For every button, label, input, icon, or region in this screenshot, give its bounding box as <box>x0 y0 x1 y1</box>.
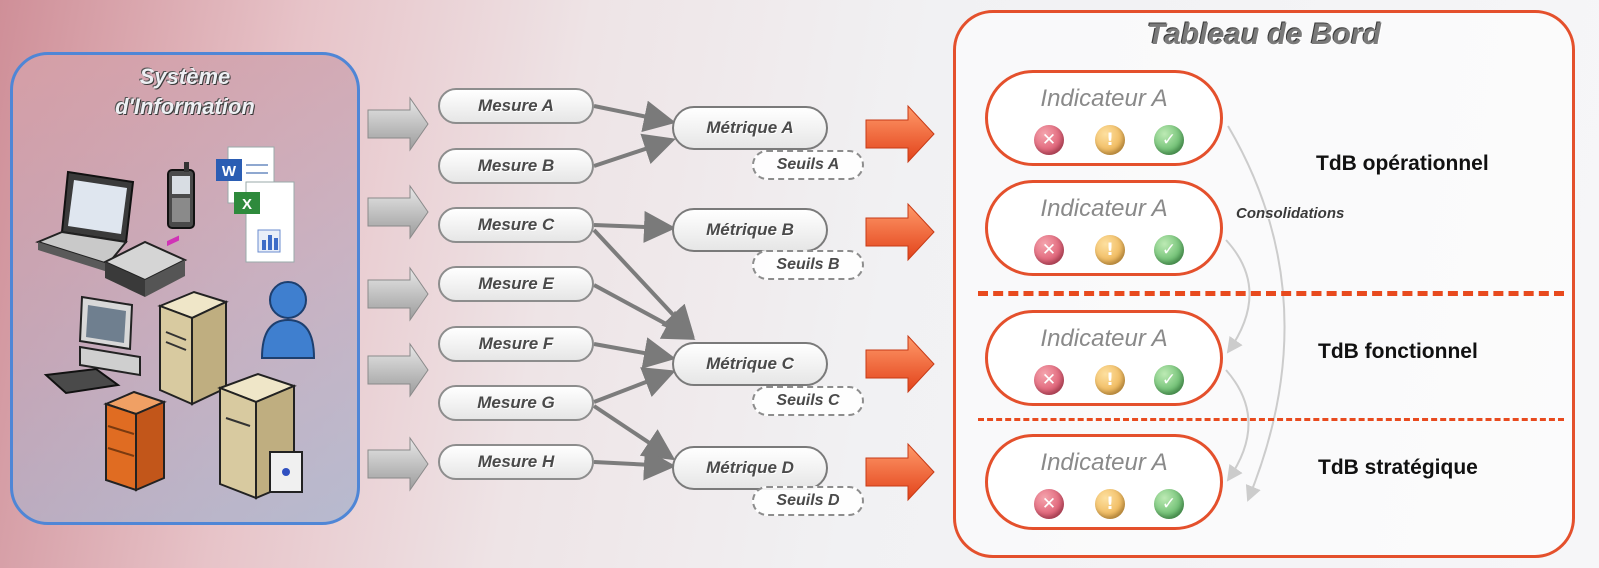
server-icon <box>157 290 229 406</box>
information-system-title: Système d'Information <box>115 64 255 119</box>
output-arrow <box>865 202 935 262</box>
input-arrows <box>367 96 429 492</box>
tdb-level-label: TdB stratégique <box>1318 456 1478 479</box>
information-system-icons: W X <box>35 146 316 500</box>
threshold-pill: Seuils C <box>752 386 864 416</box>
output-arrow <box>865 104 935 164</box>
metric-pill: Métrique D <box>672 446 828 490</box>
input-arrow <box>367 342 429 398</box>
status-warning-icon: ! <box>1095 365 1125 395</box>
consolidations-label: Consolidations <box>1236 205 1345 222</box>
input-arrow <box>367 266 429 322</box>
status-red-icon: ✕ <box>1034 365 1064 395</box>
status-red-icon: ✕ <box>1034 489 1064 519</box>
level-divider <box>978 291 1564 296</box>
desktop-computer-icon <box>43 295 141 395</box>
level-divider <box>978 418 1564 421</box>
firewall-icon <box>103 390 167 492</box>
svg-text:W: W <box>222 163 237 180</box>
measure-pill: Mesure H <box>438 444 594 480</box>
indicator-card: Indicateur A ✕ ! ✓ <box>985 180 1223 276</box>
indicator-card: Indicateur A ✕ ! ✓ <box>985 434 1223 530</box>
user-icon <box>260 281 316 359</box>
measure-pill: Mesure G <box>438 385 594 421</box>
server-icon <box>217 372 303 500</box>
status-warning-icon: ! <box>1095 489 1125 519</box>
indicator-card: Indicateur A ✕ ! ✓ <box>985 310 1223 406</box>
indicator-label: Indicateur A <box>1040 325 1168 352</box>
input-arrow <box>367 96 429 152</box>
measure-pill: Mesure B <box>438 148 594 184</box>
dashboard-title: Tableau de Bord <box>1147 18 1381 51</box>
input-arrow <box>367 436 429 492</box>
laptop-icon <box>35 170 135 272</box>
status-red-icon: ✕ <box>1034 125 1064 155</box>
metric-pill: Métrique C <box>672 342 828 386</box>
tdb-level-label: TdB opérationnel <box>1316 152 1489 175</box>
status-red-icon: ✕ <box>1034 235 1064 265</box>
indicator-label: Indicateur A <box>1040 449 1168 476</box>
measure-pill: Mesure C <box>438 207 594 243</box>
excel-spreadsheet-icon: X <box>234 181 295 263</box>
indicator-label: Indicateur A <box>1040 195 1168 222</box>
status-ok-icon: ✓ <box>1154 125 1184 155</box>
threshold-pill: Seuils B <box>752 250 864 280</box>
indicator-card: Indicateur A ✕ ! ✓ <box>985 70 1223 166</box>
status-ok-icon: ✓ <box>1154 365 1184 395</box>
status-ok-icon: ✓ <box>1154 489 1184 519</box>
tdb-level-label: TdB fonctionnel <box>1318 340 1478 363</box>
measure-pill: Mesure A <box>438 88 594 124</box>
mobile-phone-icon <box>167 162 195 229</box>
measure-metric-connectors <box>592 100 696 481</box>
output-arrow <box>865 334 935 394</box>
metric-pill: Métrique A <box>672 106 828 150</box>
svg-text:X: X <box>242 196 252 213</box>
measure-pill: Mesure F <box>438 326 594 362</box>
threshold-pill: Seuils A <box>752 150 864 180</box>
status-warning-icon: ! <box>1095 125 1125 155</box>
threshold-pill: Seuils D <box>752 486 864 516</box>
network-device-icon <box>102 235 188 297</box>
indicator-label: Indicateur A <box>1040 85 1168 112</box>
input-arrow <box>367 184 429 240</box>
metric-pill: Métrique B <box>672 208 828 252</box>
output-arrow <box>865 442 935 502</box>
measure-pill: Mesure E <box>438 266 594 302</box>
status-warning-icon: ! <box>1095 235 1125 265</box>
output-arrows <box>865 104 935 502</box>
status-ok-icon: ✓ <box>1154 235 1184 265</box>
